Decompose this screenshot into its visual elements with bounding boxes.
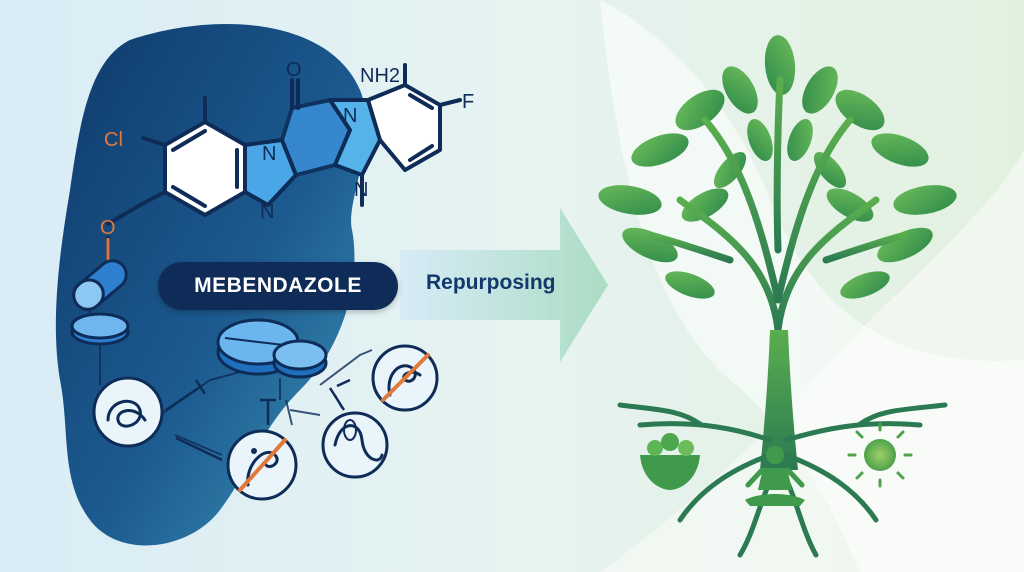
repurposing-arrow [400,208,608,362]
capsule-icon [72,259,128,311]
atom-f: F [462,91,474,113]
meditation-icon [745,446,805,506]
imidazole-ring [243,138,298,207]
repurposing-label: Repurposing [426,271,556,294]
prohibited-worm-icon-right [371,344,439,412]
tree-icon [598,35,957,558]
background-light-wave [600,0,1024,572]
prohibited-worm-icon [226,429,298,501]
tablet-icon-small [272,339,328,379]
atom-o-carbonyl: O [286,59,302,81]
inhibitor-marks [165,378,351,462]
salad-bowl-icon [640,433,700,490]
atom-cl: Cl [104,129,123,151]
sun-icon [847,422,913,488]
atom-labels: NH2 F Cl O O N N N N [100,59,474,239]
tablet-icon [70,312,130,346]
connector-lines [89,300,373,456]
atom-o-ether: O [100,217,116,239]
atom-n-imidazole-bottom: N [260,201,274,223]
atom-n-imidazole-top: N [262,143,276,165]
atom-n-ring-top: N [343,105,357,127]
benzene-ring-left [163,120,247,217]
atom-n-ring-bottom: N [354,179,368,201]
molecule-structure [106,63,462,264]
drug-name-label: MEBENDAZOLE [158,262,398,310]
atom-nh2: NH2 [360,65,400,87]
parasite-icon [321,411,389,479]
worm-icon [92,376,164,448]
